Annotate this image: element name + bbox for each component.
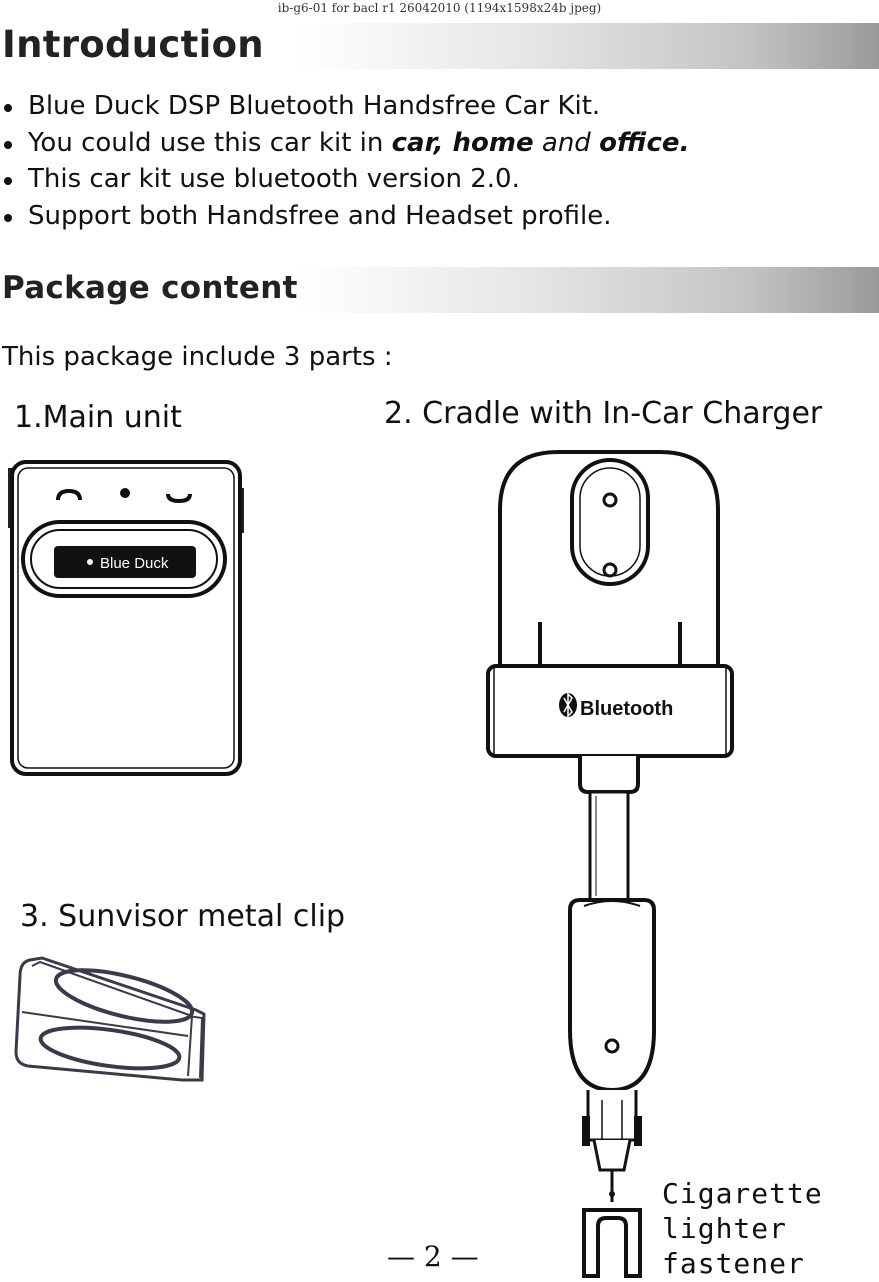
main-unit-illustration: Blue Duck	[8, 460, 244, 776]
package-intro-text: This package include 3 parts :	[2, 342, 393, 372]
phone-hangup-icon	[166, 493, 192, 504]
sunvisor-clip-illustration	[14, 956, 206, 1082]
bullet-text: You could use this car kit in	[28, 127, 392, 158]
part1-label: 1.Main unit	[14, 400, 182, 435]
cradle-charger-illustration: Bluetooth	[486, 450, 734, 1278]
bullet-text: This car kit use bluetooth version 2.0.	[28, 164, 520, 194]
file-info-line: ib-g6-01 for bacl r1 26042010 (1194x1598…	[277, 1, 602, 15]
bullet-emphasis: office.	[599, 127, 690, 158]
part3-label: 3. Sunvisor metal clip	[20, 899, 346, 934]
part2-label: 2. Cradle with In-Car Charger	[384, 396, 823, 431]
package-title: Package content	[2, 270, 298, 306]
phone-answer-icon	[56, 488, 82, 501]
duck-logo-icon	[87, 559, 93, 565]
bullet-item: You could use this car kit in car, home …	[0, 125, 689, 162]
fastener-label-line: fastener	[662, 1247, 805, 1280]
introduction-title: Introduction	[2, 23, 264, 66]
fastener-label-line: lighter	[662, 1212, 788, 1245]
bullet-item: Support both Handsfree and Headset profi…	[0, 198, 689, 235]
bullet-emphasis: car, home	[391, 127, 534, 158]
bullet-and: and	[533, 127, 600, 158]
led-indicator-icon	[120, 488, 130, 498]
cradle-brand-text: Bluetooth	[580, 698, 673, 720]
introduction-bullets: Blue Duck DSP Bluetooth Handsfree Car Ki…	[0, 88, 689, 234]
main-unit-brand-text: Blue Duck	[100, 555, 169, 572]
bluetooth-logo-icon	[559, 692, 577, 718]
bullet-item: Blue Duck DSP Bluetooth Handsfree Car Ki…	[0, 88, 689, 125]
fastener-label: Cigarette lighter fastener	[662, 1176, 823, 1281]
introduction-heading-band: Introduction	[0, 23, 879, 69]
bullet-item: This car kit use bluetooth version 2.0.	[0, 161, 689, 198]
package-heading-band: Package content	[0, 267, 879, 313]
bullet-text: Support both Handsfree and Headset profi…	[28, 200, 612, 231]
bullet-text: Blue Duck DSP Bluetooth Handsfree Car Ki…	[28, 91, 601, 121]
page-number: — 2 —	[387, 1240, 479, 1273]
fastener-label-line: Cigarette	[662, 1177, 823, 1210]
